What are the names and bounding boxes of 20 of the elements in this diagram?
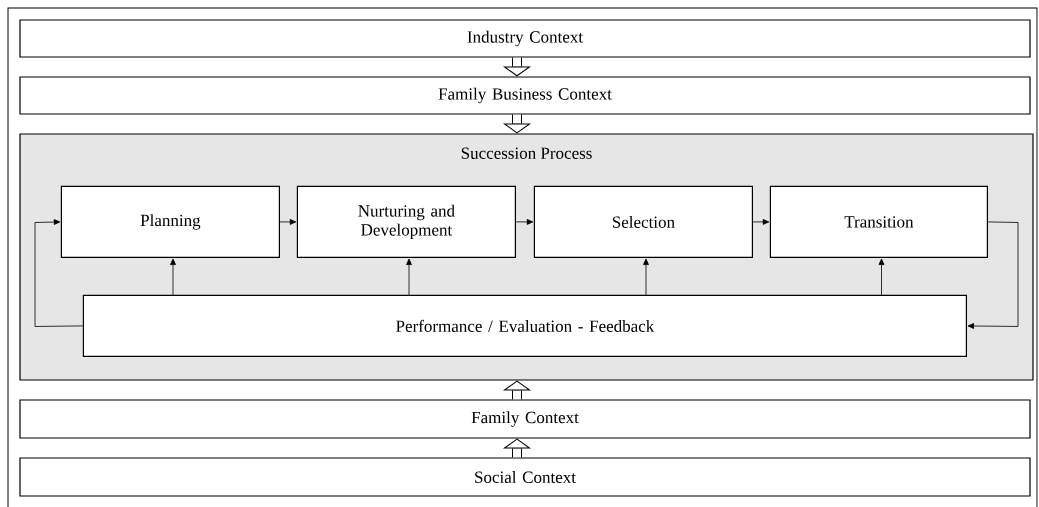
context-box: Social Context bbox=[19, 457, 1031, 497]
context-box: Industry Context bbox=[19, 19, 1031, 58]
arrow bbox=[279, 219, 297, 225]
feedback-arrow bbox=[34, 219, 84, 327]
block-arrow bbox=[504, 57, 530, 77]
arrow bbox=[752, 219, 770, 225]
block-arrow bbox=[504, 438, 530, 458]
feedback-arrow bbox=[967, 221, 1019, 329]
process-box: Nurturing and Development bbox=[296, 185, 516, 258]
process-box: Selection bbox=[533, 185, 753, 258]
arrow bbox=[170, 258, 176, 297]
arrow bbox=[406, 258, 412, 297]
arrow bbox=[878, 258, 885, 297]
feedback-box: Performance / Evaluation - Feedback bbox=[82, 294, 967, 357]
process-box: Transition bbox=[769, 185, 988, 258]
arrow bbox=[643, 258, 649, 297]
block-arrow bbox=[504, 114, 530, 134]
arrow bbox=[515, 219, 534, 225]
process-box: Planning bbox=[60, 185, 280, 258]
block-arrow bbox=[504, 380, 530, 400]
